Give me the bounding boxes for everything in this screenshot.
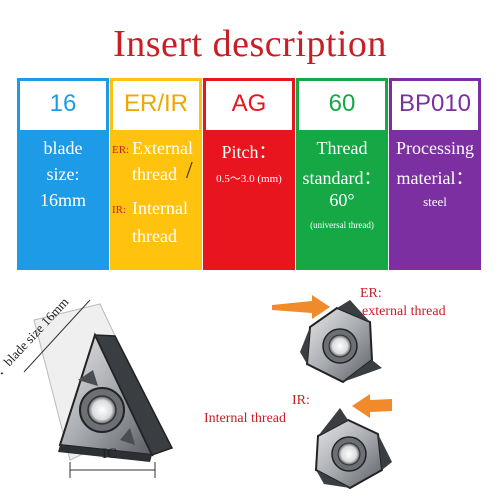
column-thread-standard: 60 Thread standard： 60° (universal threa… — [296, 78, 388, 270]
body-blade-size: blade size: 16mm — [17, 130, 109, 270]
blade-line-2: size: — [46, 164, 80, 184]
blade-line-1: blade — [43, 138, 83, 158]
standard-label: standard： — [302, 168, 382, 188]
ir-label-line-1: IR: — [292, 393, 310, 408]
column-er-ir: ER/IR ER: External thread / IR: Internal… — [110, 78, 202, 270]
er-arrow-icon — [272, 295, 330, 319]
ir-arrow-icon — [352, 394, 392, 418]
page-title: Insert description — [113, 23, 387, 65]
column-material: BP010 Processing material： steel — [389, 78, 481, 270]
er-insert-shape — [300, 300, 382, 384]
body-er-ir: ER: External thread / IR: Internal threa… — [110, 130, 202, 270]
angle-value: 60° — [329, 190, 355, 210]
er-label-line-1: ER: — [360, 286, 382, 301]
body-material: Processing material： steel — [389, 130, 481, 270]
header-material: BP010 — [389, 78, 481, 130]
material-value: steel — [423, 194, 447, 209]
er-text-2: thread — [132, 164, 177, 184]
ir-text: Internal — [132, 198, 188, 218]
header-thread-standard: 60 — [296, 78, 388, 130]
column-pitch: AG Pitch： 0.5～3.0 (mm) — [203, 78, 295, 270]
header-er-ir: ER/IR — [110, 78, 202, 130]
header-pitch: AG — [203, 78, 295, 130]
blade-size-dimension-line — [23, 299, 91, 373]
processing-label: Processing — [396, 138, 474, 158]
blade-line-3: 16mm — [39, 190, 86, 210]
ir-prefix: IR: — [112, 204, 127, 216]
column-blade-size: 16 blade size: 16mm — [17, 78, 109, 270]
er-text: External — [132, 138, 193, 158]
ir-label-line-2: Internal thread — [204, 411, 287, 426]
body-pitch: Pitch： 0.5～3.0 (mm) — [203, 130, 295, 270]
spec-table: 16 blade size: 16mm ER/IR ER: External t… — [17, 78, 481, 270]
body-thread-standard: Thread standard： 60° (universal thread) — [296, 130, 388, 270]
slash-divider: / — [186, 158, 193, 184]
er-label-line-2: external thread — [362, 304, 446, 319]
thread-label: Thread — [316, 138, 368, 158]
header-blade-size: 16 — [17, 78, 109, 130]
ic-label: IC — [102, 446, 117, 462]
pitch-label: Pitch： — [221, 142, 277, 162]
insert-left-shape — [58, 332, 174, 462]
er-prefix: ER: — [112, 144, 130, 156]
ir-insert-shape — [314, 408, 392, 490]
universal-thread-note: (universal thread) — [310, 220, 374, 230]
pitch-range: 0.5～3.0 (mm) — [216, 173, 282, 185]
ir-text-2: thread — [132, 226, 177, 246]
material-label: material： — [396, 168, 474, 188]
